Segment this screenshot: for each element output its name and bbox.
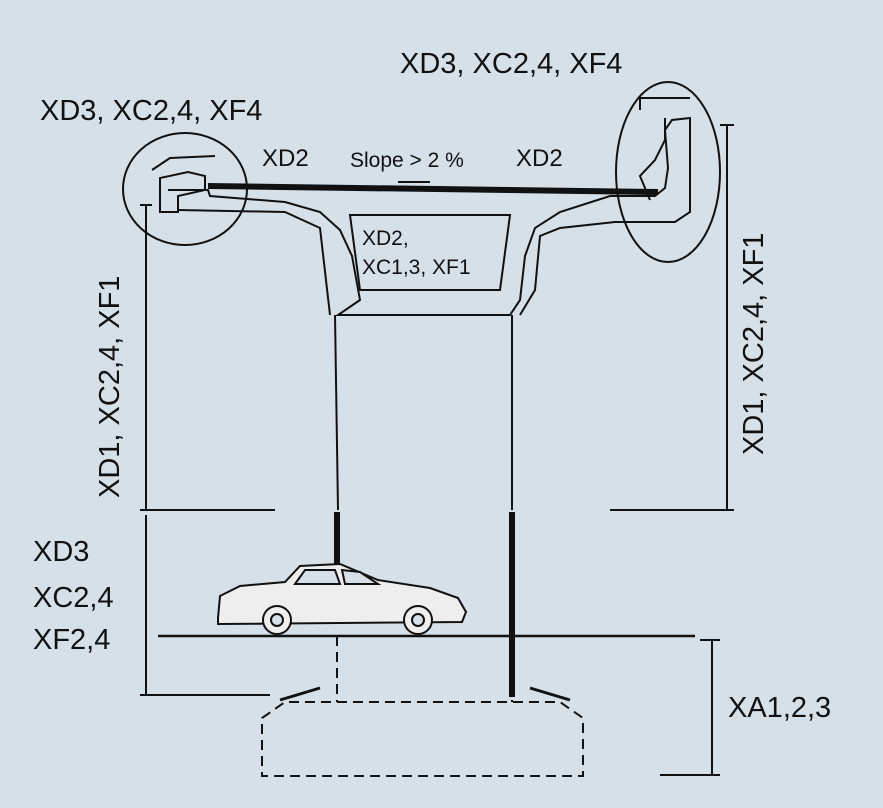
foundation-slope-right xyxy=(529,686,571,702)
top-left-cap-label: XD3, XC2,4, XF4 xyxy=(40,95,263,127)
deck-left-label: XD2 xyxy=(262,145,309,172)
slope-label: Slope > 2 % xyxy=(350,149,464,172)
car-icon xyxy=(217,562,468,635)
deck-right-label: XD2 xyxy=(516,145,563,172)
foundation-label: XA1,2,3 xyxy=(728,692,832,724)
box-label-line1: XD2, xyxy=(362,227,409,250)
left-vertical-label: XD1, XC2,4, XF1 xyxy=(94,275,126,498)
deck-surface xyxy=(207,183,659,195)
foundation-slope-left xyxy=(279,686,321,702)
right-vertical-label: XD1, XC2,4, XF1 xyxy=(738,232,770,455)
deck-outline xyxy=(168,116,691,316)
splash-label-line3: XF2,4 xyxy=(33,624,111,656)
right-parapet xyxy=(638,118,666,201)
right-edge-ellipse xyxy=(615,81,721,263)
box-label-line2: XC1,3, XF1 xyxy=(362,256,471,279)
left-parapet xyxy=(159,170,206,213)
splash-label-line2: XC2,4 xyxy=(33,582,114,614)
deck-underside-left xyxy=(177,209,331,316)
foundation-outline xyxy=(261,701,584,777)
pier-left-line xyxy=(334,314,339,511)
top-right-cap-label: XD3, XC2,4, XF4 xyxy=(400,48,623,80)
box-void xyxy=(348,214,512,291)
left-cap-arrow xyxy=(151,155,216,171)
splash-label-line1: XD3 xyxy=(33,536,90,568)
right-cap-arrow xyxy=(639,97,690,110)
